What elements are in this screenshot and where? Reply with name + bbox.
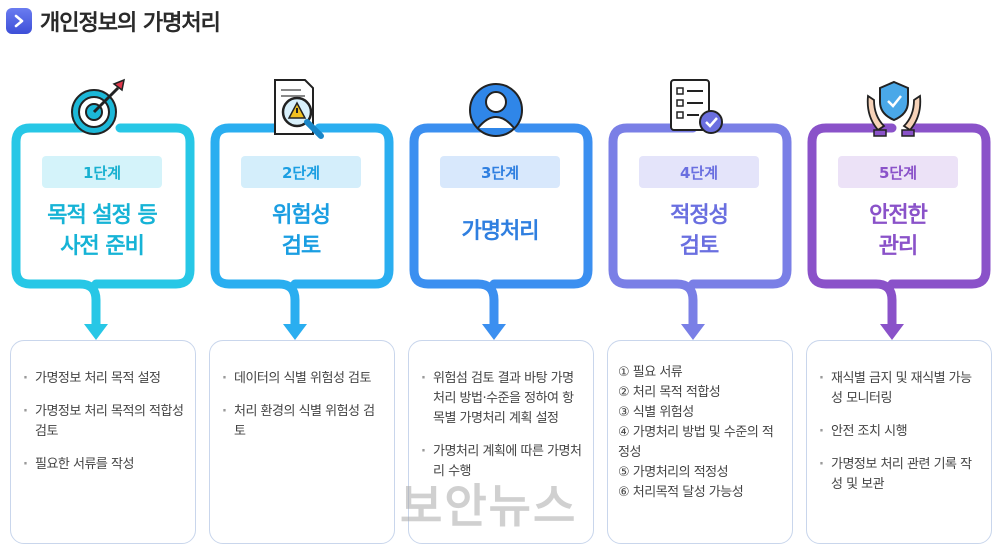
step-title-line: 가명처리 — [461, 219, 540, 244]
step-title-line: 검토 — [281, 234, 321, 259]
step-4: 4단계 적정성 검토 ① 필요 서류 ② 처리 목적 적합성 ③ 식별 위험성 … — [605, 76, 801, 549]
step-4-frame — [608, 123, 792, 340]
list-item: 재식별 금지 및 재식별 가능성 모니터링 — [817, 369, 983, 409]
stage-badge: 4단계 — [639, 156, 759, 188]
target-arrow-icon — [66, 76, 130, 140]
list-item: 가명정보 처리 관련 기록 작성 및 보관 — [817, 455, 983, 495]
step-description-box: 가명정보 처리 목적 설정 가명정보 처리 목적의 적합성 검토 필요한 서류를… — [10, 340, 196, 544]
watermark: 보안뉴스 — [400, 479, 578, 533]
step-items: 위험섬 검토 결과 바탕 가명처리 방법·수준을 정하여 항목별 가명처리 계획… — [409, 341, 593, 482]
step-title-line: 관리 — [878, 234, 918, 259]
step-title-line: 적정성 — [670, 203, 729, 228]
step-title: 위험성 검토 — [219, 200, 383, 262]
step-items: 가명정보 처리 목적 설정 가명정보 처리 목적의 적합성 검토 필요한 서류를… — [11, 341, 195, 475]
stage-badge: 2단계 — [241, 156, 361, 188]
list-item: 데이터의 식별 위험성 검토 — [220, 369, 386, 389]
step-description-box: 재식별 금지 및 재식별 가능성 모니터링 안전 조치 시행 가명정보 처리 관… — [806, 340, 992, 544]
step-title-line: 위험성 — [272, 203, 331, 228]
step-description-box: ① 필요 서류 ② 처리 목적 적합성 ③ 식별 위험성 ④ 가명처리 방법 및… — [607, 340, 793, 544]
step-description-box: 위험섬 검토 결과 바탕 가명처리 방법·수준을 정하여 항목별 가명처리 계획… — [408, 340, 594, 544]
step-title: 가명처리 — [418, 216, 582, 247]
chevron-right-icon — [6, 8, 32, 34]
step-title-line: 안전한 — [869, 203, 928, 228]
shield-hands-icon — [862, 76, 926, 140]
step-description-box: 데이터의 식별 위험성 검토 처리 환경의 식별 위험성 검토 — [209, 340, 395, 544]
list-item: 필요한 서류를 작성 — [21, 455, 187, 475]
step-title: 적정성 검토 — [617, 200, 781, 262]
list-item: ③ 식별 위험성 — [618, 405, 694, 420]
user-avatar-icon — [464, 76, 528, 140]
stage-badge: 1단계 — [42, 156, 162, 188]
step-title: 목적 설정 등 사전 준비 — [20, 200, 184, 262]
list-item: 가명정보 처리 목적의 적합성 검토 — [21, 402, 187, 442]
list-item: ① 필요 서류 — [618, 365, 683, 380]
step-items: ① 필요 서류 ② 처리 목적 적합성 ③ 식별 위험성 ④ 가명처리 방법 및… — [608, 341, 792, 503]
list-item: ⑥ 처리목적 달성 가능성 — [618, 485, 744, 500]
step-title-line: 사전 준비 — [60, 234, 145, 259]
step-5-frame — [807, 123, 991, 340]
step-items: 재식별 금지 및 재식별 가능성 모니터링 안전 조치 시행 가명정보 처리 관… — [807, 341, 991, 495]
checklist-icon — [663, 76, 727, 140]
list-item: ④ 가명처리 방법 및 수준의 적정성 — [618, 425, 774, 460]
list-item: ② 처리 목적 적합성 — [618, 385, 721, 400]
step-1: 1단계 목적 설정 등 사전 준비 가명정보 처리 목적 설정 가명정보 처리 … — [8, 76, 204, 549]
step-3: 3단계 가명처리 위험섬 검토 결과 바탕 가명처리 방법·수준을 정하여 항목… — [406, 76, 602, 549]
step-2: 2단계 위험성 검토 데이터의 식별 위험성 검토 처리 환경의 식별 위험성 … — [207, 76, 403, 549]
list-item: ⑤ 가명처리의 적정성 — [618, 465, 729, 480]
step-1-frame — [11, 123, 195, 340]
list-item: 위험섬 검토 결과 바탕 가명처리 방법·수준을 정하여 항목별 가명처리 계획… — [419, 369, 585, 429]
step-title-line: 검토 — [679, 234, 719, 259]
stage-badge: 3단계 — [440, 156, 560, 188]
list-item: 안전 조치 시행 — [817, 422, 983, 442]
list-item: 처리 환경의 식별 위험성 검토 — [220, 402, 386, 442]
step-title: 안전한 관리 — [816, 200, 980, 262]
page-header: 개인정보의 가명처리 — [6, 6, 221, 36]
step-title-line: 목적 설정 등 — [47, 203, 158, 228]
list-item: 가명처리 계획에 따른 가명처리 수행 — [419, 442, 585, 482]
step-items: 데이터의 식별 위험성 검토 처리 환경의 식별 위험성 검토 — [210, 341, 394, 442]
step-2-frame — [210, 123, 394, 340]
list-item: 가명정보 처리 목적 설정 — [21, 369, 187, 389]
stage-badge: 5단계 — [838, 156, 958, 188]
document-warning-magnifier-icon — [265, 76, 329, 140]
step-3-frame — [409, 123, 593, 340]
step-5: 5단계 안전한 관리 재식별 금지 및 재식별 가능성 모니터링 안전 조치 시… — [804, 76, 1000, 549]
page-title: 개인정보의 가명처리 — [40, 11, 221, 36]
